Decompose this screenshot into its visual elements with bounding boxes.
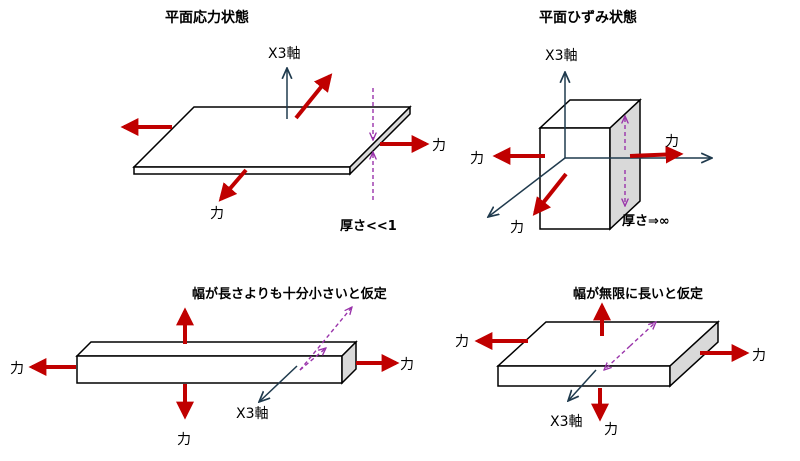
thin-plate-side (349, 105, 411, 176)
x3-axis-label: X3軸 (545, 48, 578, 64)
x3-axis-line (568, 369, 597, 401)
x3-axis-label: X3軸 (550, 414, 583, 430)
cube-front (539, 127, 611, 230)
x3-axis-line (259, 365, 298, 402)
width-dimension (299, 348, 326, 371)
force-label: 力 (665, 134, 679, 150)
force-label: 力 (210, 206, 224, 222)
force-label: 力 (752, 348, 766, 364)
plane-strain-title: 平面ひずみ状態 (539, 9, 637, 26)
thin-plate-top (132, 106, 412, 168)
force-label: 力 (10, 361, 24, 377)
force-label: 力 (470, 151, 484, 167)
plane-strain-panel: 平面ひずみ状態 X3軸 力 力 力 厚さ⇒∞ (470, 9, 712, 236)
width-infinite-label: 幅が無限に長いと仮定 (573, 286, 703, 302)
bar-front (76, 355, 343, 384)
force-arrow (532, 172, 568, 216)
bar-side (341, 340, 357, 385)
thickness-infinite-label: 厚さ⇒∞ (622, 213, 670, 229)
force-label: 力 (510, 220, 524, 236)
plane-stress-title: 平面応力状態 (165, 9, 249, 26)
force-label: 力 (432, 138, 446, 154)
x3-axis-label: X3軸 (236, 406, 269, 422)
x3-axis-label: X3軸 (268, 46, 301, 62)
width-small-label: 幅が長さよりも十分小さいと仮定 (192, 286, 387, 302)
y-axis-line (488, 157, 566, 217)
force-arrow (629, 145, 684, 164)
force-label: 力 (455, 334, 469, 350)
cube-side (609, 98, 641, 231)
force-label: 力 (604, 422, 618, 438)
thickness-small-label: 厚さ<<1 (340, 218, 397, 234)
narrow-bar-panel: 幅が長さよりも十分小さいと仮定 力 力 力 X3軸 (10, 286, 414, 448)
force-label: 力 (400, 357, 414, 373)
width-dimension (629, 322, 656, 347)
wide-plate-side (669, 320, 719, 388)
force-arrow (218, 168, 248, 202)
width-dimension (604, 345, 631, 370)
wide-plate-panel: 幅が無限に長いと仮定 力 力 力 X3軸 (455, 286, 766, 438)
plane-stress-panel: 平面応力状態 X3軸 力 力 厚さ<<1 (120, 9, 446, 234)
force-label: 力 (177, 432, 191, 448)
force-arrow (294, 73, 333, 120)
